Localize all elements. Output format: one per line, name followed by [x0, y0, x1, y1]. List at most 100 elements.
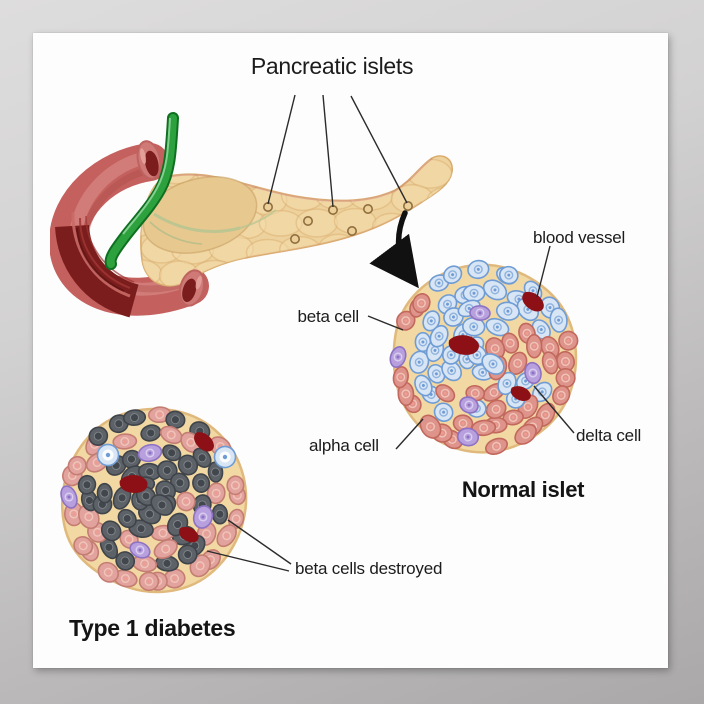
pancreatic-duct [153, 212, 241, 234]
poster-title: Pancreatic islets [250, 53, 414, 79]
leader-islet-3 [350, 95, 408, 204]
magnify-arrow [369, 210, 419, 289]
delta-cell [192, 505, 214, 529]
alpha-cell [97, 561, 119, 583]
surviving-beta-cell [213, 445, 237, 469]
alpha-cell [435, 384, 456, 403]
delta-cell [129, 541, 151, 559]
leader-delta-cell [533, 385, 575, 434]
alpha-cell [216, 524, 237, 548]
leader-beta-cell [367, 315, 404, 331]
destroyed-beta-cell [170, 472, 190, 494]
alpha-cell [541, 351, 559, 375]
destroyed-beta-cell [150, 494, 174, 516]
duodenum-opening-top [136, 140, 162, 180]
destroyed-beta-cell [177, 544, 198, 565]
delta-cell [469, 305, 491, 321]
alpha-cell [138, 571, 160, 592]
type1-diabetes-islet-illustration [60, 406, 248, 594]
blood-vessel-blob [448, 335, 479, 355]
pancreas-head-window [142, 176, 277, 254]
destroyed-beta-cell [100, 520, 122, 542]
beta-cell [467, 259, 490, 280]
destroyed-beta-cell [162, 444, 182, 462]
pancreatic-islets-poster: Pancreatic islets [33, 33, 668, 668]
destroyed-beta-cell [156, 460, 178, 481]
destroyed-beta-cell [140, 424, 162, 442]
label-delta-cell: delta cell [576, 426, 642, 445]
destroyed-beta-cell [96, 482, 113, 504]
alpha-cell [67, 455, 87, 476]
blood-vessel-blob [510, 386, 531, 402]
alpha-cell [471, 419, 497, 437]
alpha-cell [73, 536, 94, 556]
blood-vessel-blob [179, 526, 199, 543]
destroyed-beta-cell [88, 426, 109, 446]
surviving-beta-cell [96, 443, 120, 467]
alpha-cell [412, 293, 431, 314]
destroyed-beta-cell [207, 461, 224, 483]
destroyed-beta-cell [99, 535, 119, 560]
alpha-cell [485, 437, 508, 455]
leader-destroyed-2 [206, 550, 290, 572]
alpha-cell [132, 555, 158, 573]
beta-cell [481, 353, 505, 375]
blood-vessel-blob [194, 432, 214, 452]
leader-destroyed-1 [227, 519, 292, 565]
alpha-cell [77, 504, 100, 530]
islet-dots [263, 201, 413, 245]
duodenum [50, 143, 209, 318]
beta-cell [442, 265, 463, 285]
alpha-cell [419, 414, 442, 439]
beta-cell [441, 359, 462, 382]
beta-cell [498, 265, 519, 285]
destroyed-beta-cell [192, 473, 211, 493]
destroyed-beta-cell [115, 551, 136, 571]
delta-cell [137, 443, 163, 463]
label-beta-cell: beta cell [297, 307, 359, 326]
label-alpha-cell: alpha cell [309, 436, 379, 455]
delta-cell [459, 396, 479, 414]
beta-cell [414, 374, 433, 397]
delta-cell [60, 485, 78, 509]
alpha-cell [525, 333, 543, 359]
beta-cell [429, 324, 449, 348]
beta-cell [433, 402, 454, 422]
destroyed-beta-cell [112, 485, 132, 510]
alpha-cell [558, 330, 579, 351]
caption-type1-diabetes: Type 1 diabetes [69, 615, 236, 641]
caption-normal-islet: Normal islet [461, 477, 585, 502]
beta-cell [485, 317, 510, 337]
delta-cell [456, 427, 480, 447]
alpha-cell [397, 381, 415, 407]
alpha-cell [226, 475, 245, 496]
pancreatic-islet-dot [303, 216, 314, 227]
pancreatic-islet-dot [402, 201, 413, 212]
destroyed-beta-cell [177, 454, 199, 476]
alpha-cell [176, 491, 196, 512]
destroyed-beta-cell [117, 508, 137, 529]
leader-lines [206, 94, 575, 572]
label-beta-cells-destroyed: beta cells destroyed [295, 559, 443, 578]
leader-islet-2 [322, 94, 334, 208]
duodenum-cut-interior [55, 211, 140, 318]
normal-islet-illustration [389, 259, 579, 455]
beta-cell [495, 301, 520, 321]
beta-cell [549, 307, 568, 333]
destroyed-beta-cell [77, 474, 97, 495]
alpha-cell [514, 423, 537, 445]
alpha-cell [112, 433, 138, 450]
destroyed-beta-cell [122, 409, 147, 426]
duodenum-opening-bottom [178, 269, 206, 307]
pancreatic-islet-dot [346, 226, 357, 237]
pointer-lines [206, 94, 575, 572]
alpha-cell [113, 569, 138, 588]
destroyed-beta-cell [137, 462, 162, 481]
pancreas-illustration [50, 112, 453, 318]
beta-cell [422, 310, 441, 332]
leader-blood-vessel [536, 245, 551, 298]
alpha-cell [552, 385, 571, 406]
alpha-cell [392, 366, 409, 389]
alpha-cell [153, 539, 178, 559]
